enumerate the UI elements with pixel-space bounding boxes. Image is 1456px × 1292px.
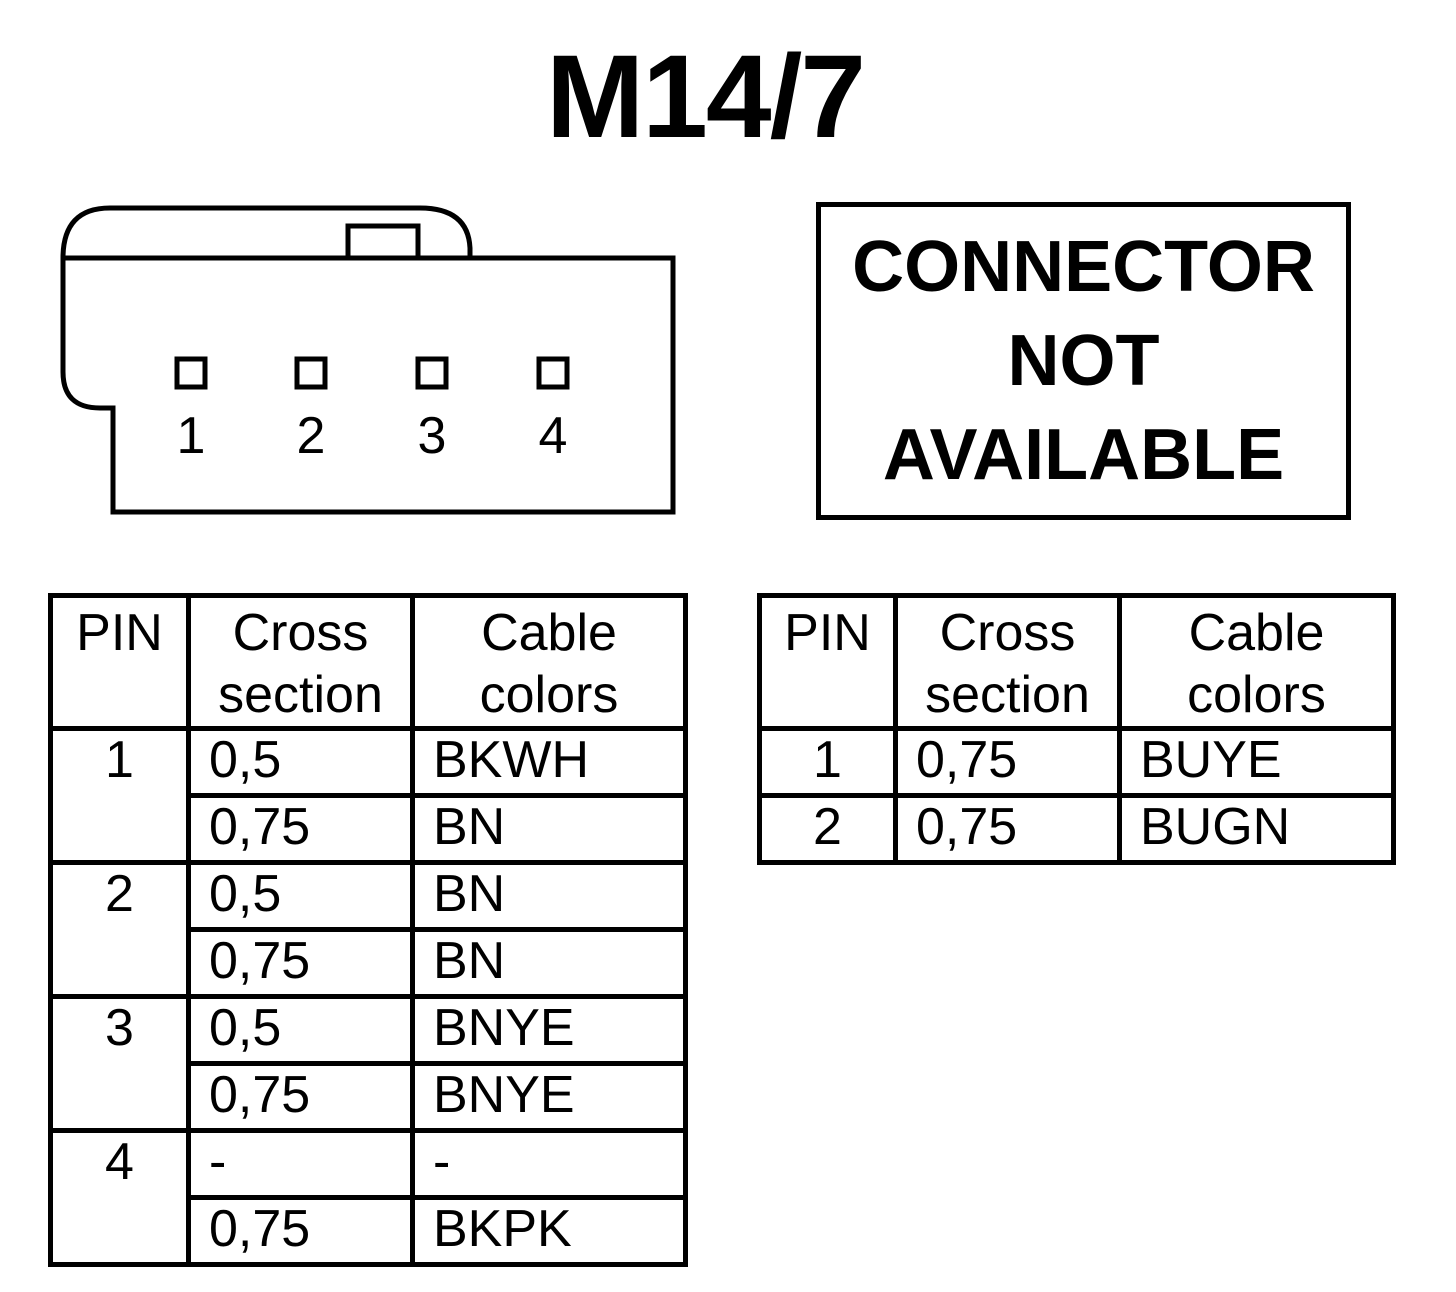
pin-cell: 2 [757,793,898,865]
notice-line: NOT [1007,321,1160,401]
pin-2-socket [294,356,328,390]
pin-3-socket [415,356,449,390]
cable-color-cell: BN [410,860,688,932]
pin-cell: 1 [757,726,898,798]
table-row: 1 0,75 BUYE [757,726,1396,798]
cross-section-cell: 0,75 [186,1061,415,1133]
cross-section-cell: 0,5 [186,726,415,798]
cross-section-cell: 0,75 [186,1195,415,1267]
cable-color-cell: BUGN [1117,793,1396,865]
pin-cell: 4 [48,1128,191,1267]
cross-section-cell: 0,75 [186,793,415,865]
cross-section-cell: 0,75 [186,927,415,999]
cable-color-cell: BKPK [410,1195,688,1267]
cross-section-cell: 0,5 [186,994,415,1066]
cable-color-cell: BN [410,793,688,865]
pin-3-label: 3 [417,407,447,465]
pin-1-label: 1 [176,407,206,465]
connector-latch [345,223,421,261]
cable-color-cell: BKWH [410,726,688,798]
notice-line: AVAILABLE [882,415,1285,495]
pin-1-socket [174,356,208,390]
table-row: 0,75 BNYE [51,1061,688,1133]
table-row: 4 - - [48,1128,688,1267]
diagram-title: M14/7 [546,31,866,163]
cross-section-cell: 0,5 [186,860,415,932]
table-row: 0,75 BN [51,793,688,865]
notice-line: CONNECTOR [852,227,1315,307]
pin-cell: 3 [48,994,191,1133]
pin-2-label: 2 [296,407,326,465]
cable-color-cell: BUYE [1117,726,1396,798]
table-row: 0,75 BN [51,927,688,999]
connector-not-available-notice: CONNECTOR NOT AVAILABLE [816,202,1351,520]
cross-section-cell: 0,75 [893,726,1122,798]
pin-cell: 2 [48,860,191,999]
table-row: 3 0,5 BNYE [48,994,688,1133]
cable-color-cell: BNYE [410,1061,688,1133]
table-row: 2 0,5 BN [48,860,688,999]
connector-drawing [60,205,676,515]
header-pin: PIN [757,593,898,731]
header-pin: PIN [48,593,191,731]
cross-section-cell: - [186,1128,415,1200]
pin-4-label: 4 [538,407,568,465]
table-row: 1 0,5 BKWH [48,726,688,865]
cable-color-cell: BN [410,927,688,999]
table-row: 0,75 BKPK [51,1195,688,1267]
cross-section-cell: 0,75 [893,793,1122,865]
cable-color-cell: BNYE [410,994,688,1066]
connector-housing [60,205,676,515]
cable-color-cell: - [410,1128,688,1200]
pin-4-socket [536,356,570,390]
pin-cell: 1 [48,726,191,865]
table-row: 2 0,75 BUGN [757,793,1396,865]
